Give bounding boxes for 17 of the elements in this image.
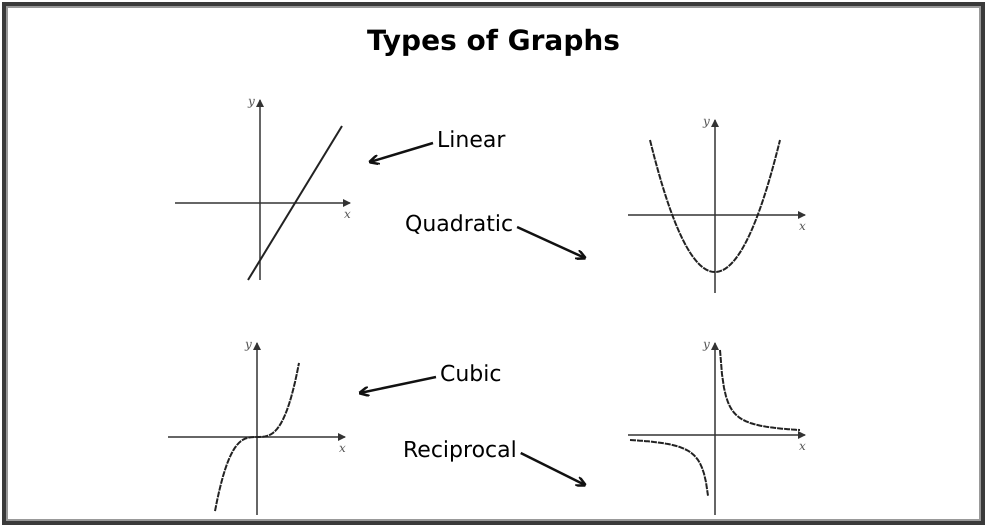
axis-label: y bbox=[703, 337, 710, 351]
graph-name-label: Linear bbox=[437, 126, 506, 156]
arrow bbox=[358, 376, 436, 398]
title: Types of Graphs bbox=[367, 24, 620, 57]
arrow bbox=[520, 452, 588, 487]
axis-label: y bbox=[245, 337, 252, 351]
graph-name-label: Cubic bbox=[440, 360, 502, 390]
axis-label: x bbox=[799, 219, 806, 233]
arrow bbox=[516, 226, 588, 260]
axis-label: y bbox=[248, 94, 255, 108]
arrow bbox=[368, 142, 434, 166]
axis-label: x bbox=[799, 439, 806, 453]
axis-label: y bbox=[703, 114, 710, 128]
axis-label: x bbox=[344, 207, 351, 221]
graph-name-label: Quadratic bbox=[405, 210, 514, 240]
graph-name-label: Reciprocal bbox=[403, 436, 517, 466]
axis-label: x bbox=[339, 441, 346, 455]
